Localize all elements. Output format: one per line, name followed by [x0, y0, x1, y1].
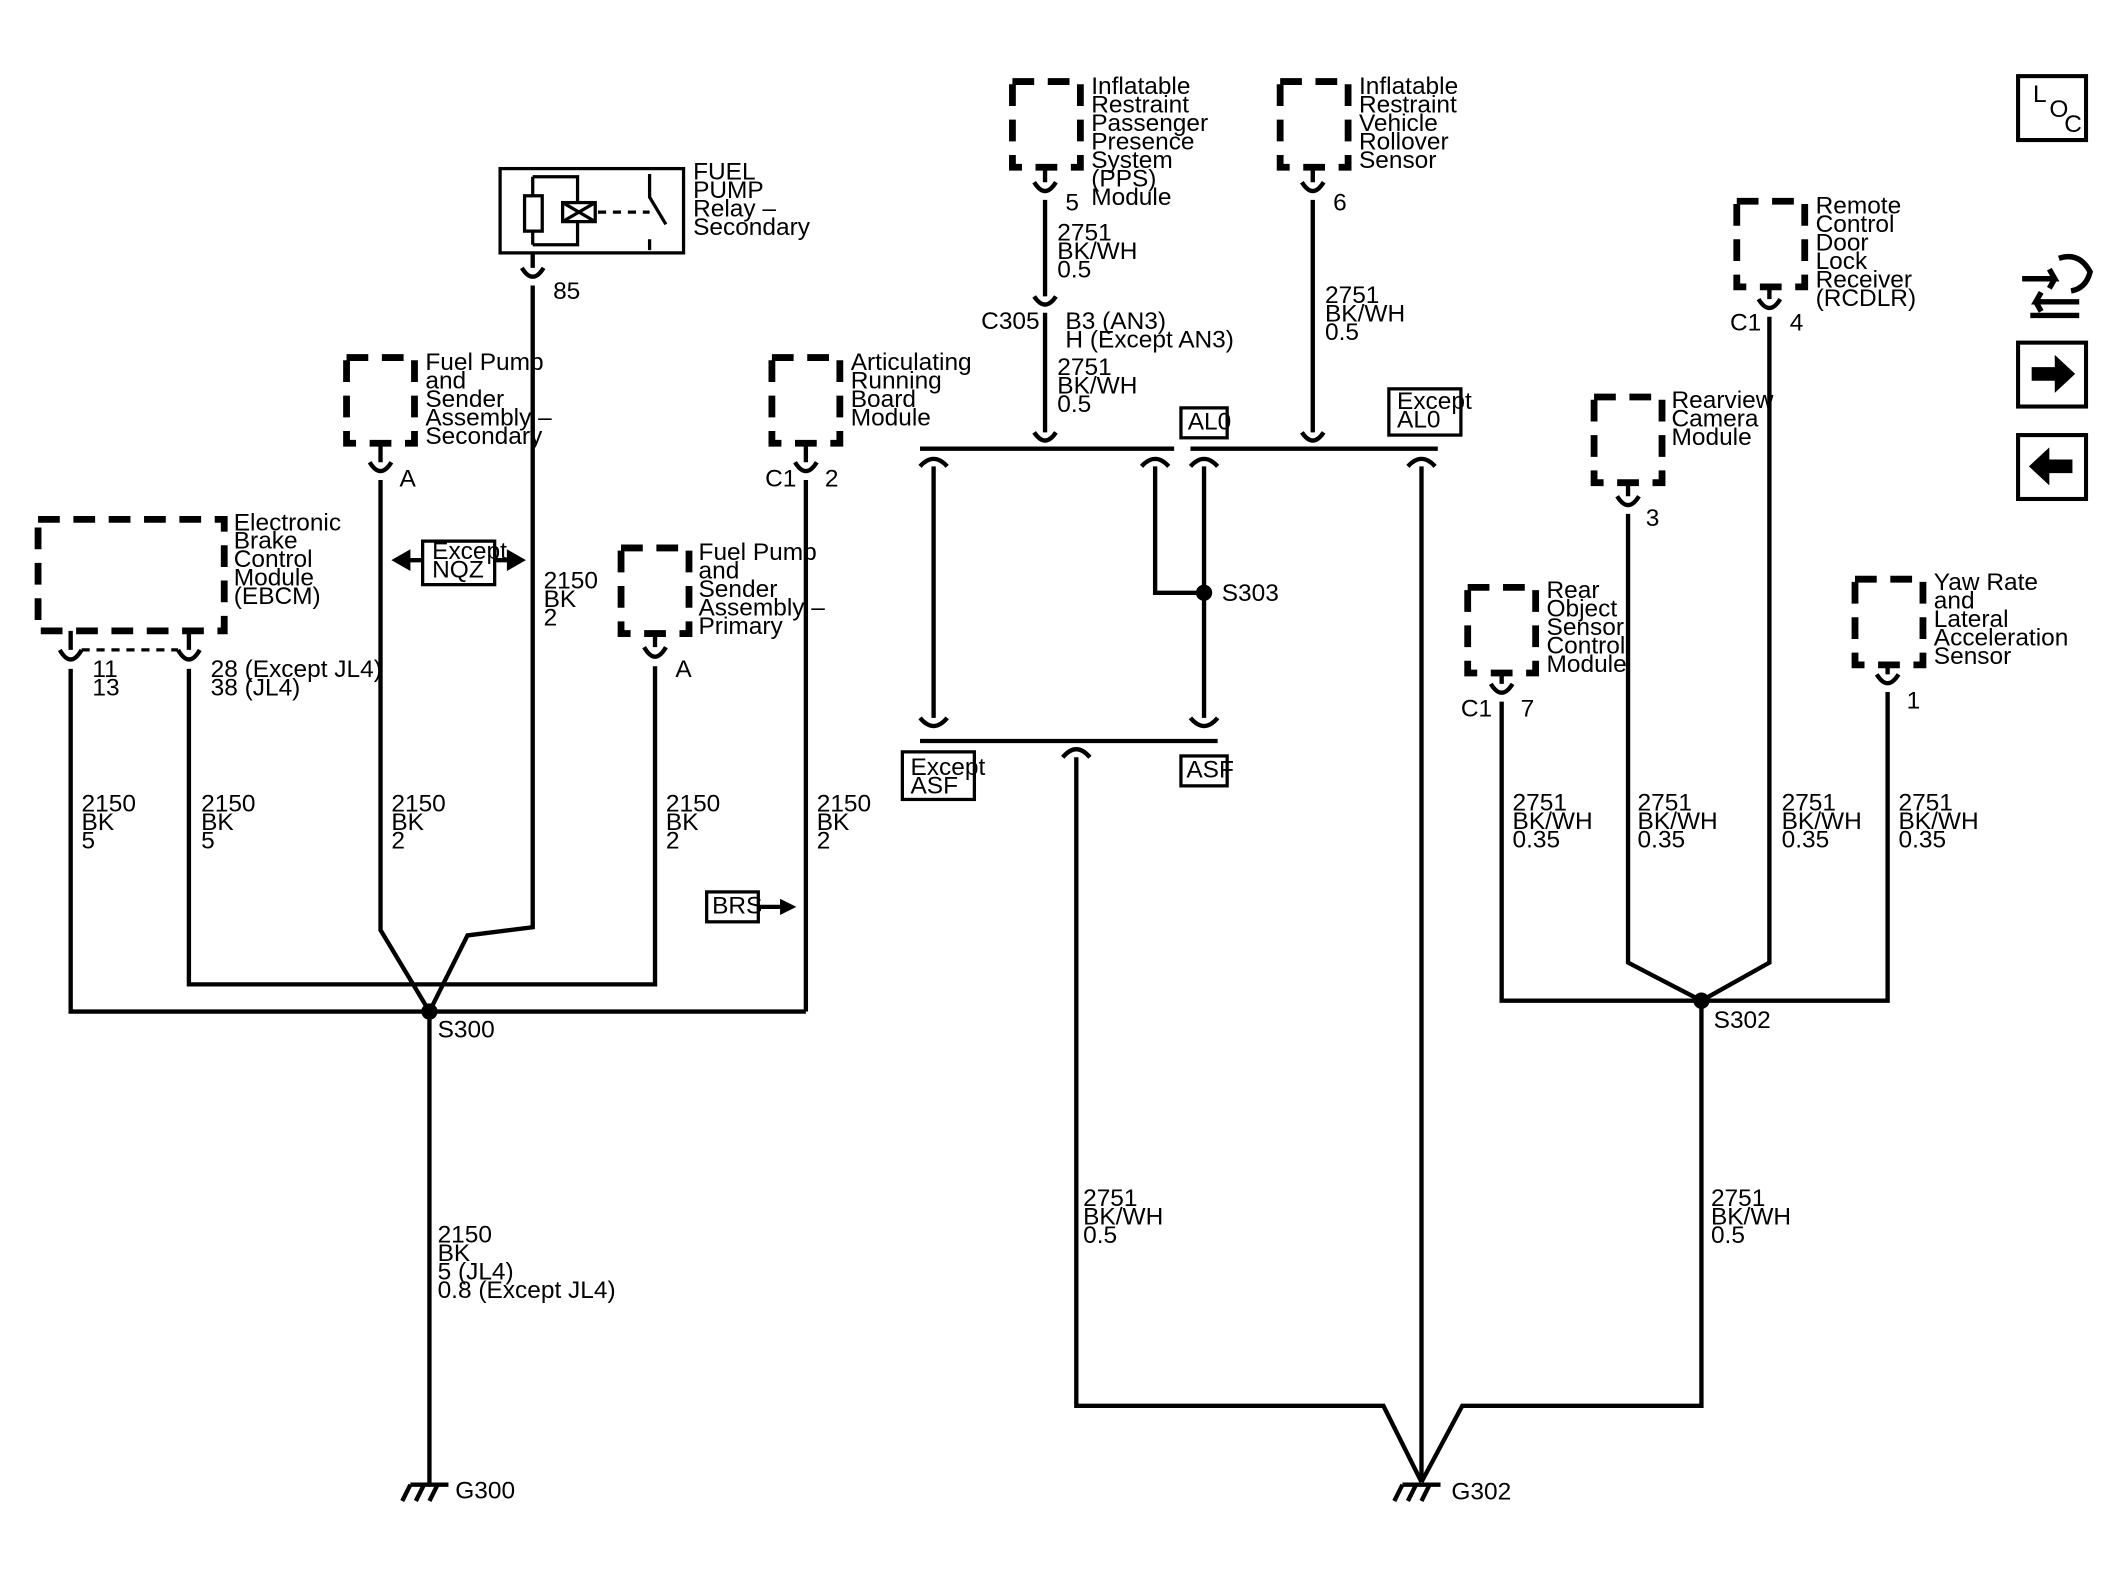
brs-label: BRS	[712, 893, 762, 920]
ros-pin-7: 7	[1521, 696, 1535, 723]
next-arrow-icon[interactable]	[2031, 354, 2076, 393]
pps-pin-5: 5	[1065, 190, 1079, 217]
except-al0-flag-box	[1387, 387, 1463, 437]
ground-g302-label: G302	[1451, 1479, 1511, 1506]
prev-page-button[interactable]	[2016, 433, 2089, 502]
connector-c305-pins: B3 (AN3)H (Except AN3)	[1065, 308, 1233, 353]
connector-c305-label: C305	[981, 308, 1039, 335]
al0-label: AL0	[1188, 409, 1232, 436]
rcdlr-connector-c1: C1	[1730, 309, 1761, 336]
prev-arrow-icon[interactable]	[2028, 447, 2073, 486]
rcdlr-box	[1733, 197, 1809, 291]
wire-relay-to-s300	[427, 285, 535, 1013]
running-board-connector-c1: C1	[765, 466, 796, 493]
left-ground-circuit	[34, 166, 844, 1502]
fuel-pump-sender-primary-box	[617, 544, 693, 637]
splice-s300-label: S300	[438, 1016, 495, 1043]
loc-icon[interactable]	[2016, 74, 2089, 143]
yaw-pin-1: 1	[1907, 687, 1921, 714]
fps-primary-pin-a: A	[675, 656, 692, 683]
right-ground-circuit	[900, 78, 1927, 1502]
relay-pin-85: 85	[553, 278, 580, 305]
rollover-pin-6: 6	[1333, 190, 1347, 217]
asf-label: ASF	[1186, 757, 1234, 784]
asf-flag-box	[1179, 754, 1229, 788]
loc-letter: C	[2064, 111, 2082, 138]
harness-tool-button[interactable]	[2022, 253, 2093, 319]
ebcm-pins-28-38: 28 (Except JL4)38 (JL4)	[211, 656, 382, 701]
fuel-pump-sender-secondary-box	[343, 354, 418, 447]
wire-ebcm-b	[186, 666, 658, 987]
wire-ebcm-a	[68, 668, 806, 1014]
except-nqz-flag	[391, 539, 526, 587]
next-page-button[interactable]	[2016, 340, 2089, 409]
rcdlr-pin-4: 4	[1790, 309, 1804, 336]
yaw-rate-sensor-box	[1851, 575, 1927, 669]
loc-letter: L	[2033, 81, 2047, 108]
ebcm-box	[34, 515, 228, 635]
fps-secondary-pin-a: A	[400, 466, 417, 493]
relay-pin-85-connector	[519, 252, 546, 279]
ground-g300-label: G300	[455, 1477, 515, 1504]
articulating-running-board-box	[768, 354, 844, 447]
ground-g302-symbol	[1392, 1482, 1441, 1502]
rollover-sensor-box	[1276, 78, 1352, 171]
loc-button[interactable]	[2016, 74, 2089, 143]
brs-flag	[705, 890, 797, 924]
running-board-pin-2: 2	[825, 466, 839, 493]
camera-pin-3: 3	[1646, 505, 1660, 532]
splice-s303-label: S303	[1222, 580, 1279, 607]
loc-letter: O	[2049, 96, 2068, 123]
rearview-camera-box	[1590, 393, 1666, 487]
ros-connector-c1: C1	[1461, 696, 1492, 723]
except-asf-flag-box	[900, 750, 977, 802]
fuel-pump-relay-symbol	[498, 166, 686, 255]
c305-connector	[1032, 295, 1058, 433]
al0-flag-box	[1179, 406, 1229, 440]
splice-s303	[1195, 584, 1213, 601]
harness-tool-icon[interactable]	[2022, 253, 2093, 319]
pps-module-box	[1009, 78, 1084, 171]
ground-g300-symbol	[400, 1482, 449, 1502]
rear-object-sensor-box	[1464, 583, 1540, 677]
splice-s302-label: S302	[1714, 1007, 1771, 1034]
